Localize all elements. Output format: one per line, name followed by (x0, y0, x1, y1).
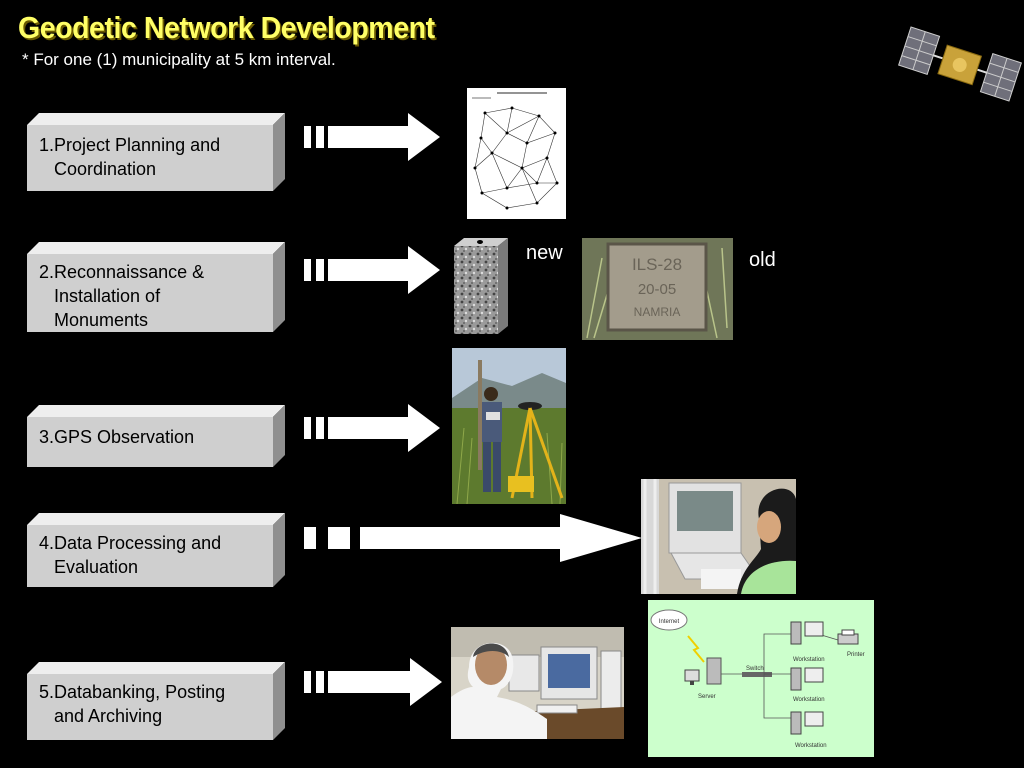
arrow-4 (304, 514, 642, 562)
network-label-workstation-3: Workstation (795, 743, 827, 749)
step-5-box: 5.Databanking, Posting and Archiving (27, 662, 285, 740)
network-diagram: Internet Server Switch Workstation Print… (648, 600, 874, 757)
network-label-workstation-1: Workstation (793, 657, 825, 663)
arrow-2 (304, 246, 440, 294)
network-label-workstation-2: Workstation (793, 697, 825, 703)
network-label-internet: Internet (659, 619, 680, 625)
page-title: Geodetic Network Development (18, 10, 435, 45)
client-monitor-icon (684, 669, 700, 685)
arrow-3 (304, 404, 440, 452)
network-label-switch: Switch (746, 666, 764, 672)
monument-inscription-3: NAMRIA (634, 305, 681, 319)
step-5-label: 5.Databanking, Posting and Archiving (39, 682, 226, 726)
step-2-box: 2.Reconnaissance & Installation of Monum… (27, 242, 285, 332)
caption-new: new (526, 242, 563, 264)
workstation-3-icon (790, 711, 824, 735)
server-icon (706, 657, 722, 685)
arrow-5 (304, 658, 442, 706)
step-3-box: 3.GPS Observation (27, 405, 285, 467)
satellite-icon (898, 26, 1022, 102)
step-3-label: 3.GPS Observation (39, 427, 195, 447)
workstation-1-icon (790, 621, 824, 645)
lightning-icon (687, 635, 705, 663)
network-label-server: Server (698, 694, 716, 700)
caption-old: old (749, 249, 776, 271)
databanking-photo (451, 627, 624, 739)
data-processing-photo (641, 479, 796, 594)
step-1-label: 1.Project Planning and Coordination (39, 135, 221, 179)
switch-icon (742, 672, 772, 677)
step-4-box: 4.Data Processing and Evaluation (27, 513, 285, 587)
network-plan-document-image (467, 88, 566, 219)
step-4-label: 4.Data Processing and Evaluation (39, 533, 222, 577)
monument-inscription-1: ILS-28 (632, 255, 682, 274)
printer-icon (837, 629, 859, 645)
arrow-1 (304, 113, 440, 161)
page-subtitle: * For one (1) municipality at 5 km inter… (22, 50, 336, 69)
network-label-printer: Printer (847, 652, 865, 658)
workstation-2-icon (790, 667, 824, 691)
step-2-label: 2.Reconnaissance & Installation of Monum… (39, 262, 205, 330)
monument-inscription-2: 20-05 (638, 281, 676, 298)
old-monument-photo: ILS-28 20-05 NAMRIA (582, 238, 733, 340)
step-1-box: 1.Project Planning and Coordination (27, 113, 285, 191)
new-monument-image (454, 238, 508, 334)
gps-observation-photo (452, 348, 566, 504)
